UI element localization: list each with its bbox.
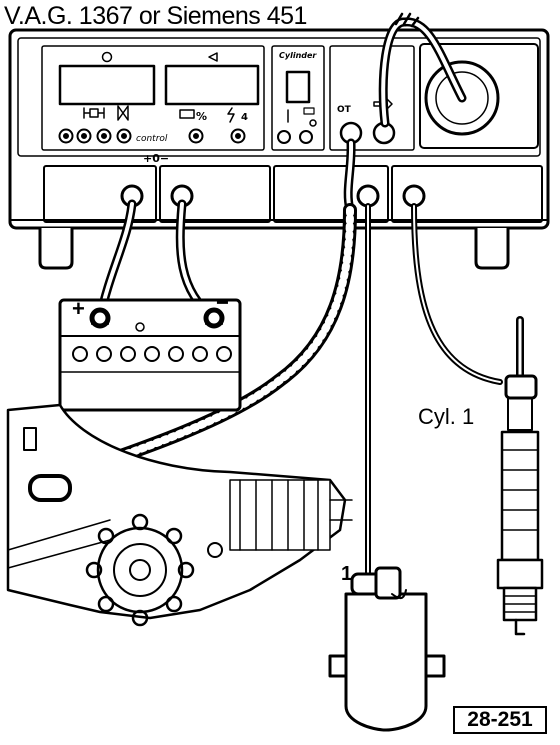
polarity-label: +0−: [143, 152, 169, 165]
ignition-coil: [328, 566, 446, 732]
injector-icon: [117, 105, 129, 121]
engine-gearbox: [6, 403, 353, 627]
knob-5[interactable]: [188, 128, 204, 144]
spark-plug-label: Cyl. 1: [418, 404, 475, 429]
battery-small-icon: [179, 109, 195, 119]
cables: [34, 12, 503, 593]
function-symbols: [83, 105, 235, 123]
lightning-label: 4: [241, 112, 248, 123]
inductive-clamp: [504, 374, 538, 400]
jack-panel: [329, 45, 415, 151]
coil-lead-label: 1: [341, 563, 353, 585]
probe-socket: [424, 60, 500, 136]
battery-plus-label: +: [72, 296, 85, 321]
cylinder-panel: [271, 45, 325, 151]
lightning-icon: [227, 107, 235, 123]
display-right: [164, 64, 260, 106]
ot-sensor: [28, 474, 72, 502]
knob-1[interactable]: [58, 128, 74, 144]
cylinder-label: Cylinder: [279, 51, 317, 60]
figure-reference: 28-251: [453, 706, 547, 734]
dwell-icon: [83, 107, 105, 119]
knob-4[interactable]: [116, 128, 132, 144]
tester-foot-right: [474, 226, 510, 270]
knob-6[interactable]: [230, 128, 246, 144]
diagram-title: V.A.G. 1367 or Siemens 451: [4, 2, 307, 30]
battery-minus-label: −: [216, 290, 229, 315]
battery: + −: [58, 290, 242, 412]
cylinder-knob-1[interactable]: [277, 130, 291, 144]
tester-foot-left: [38, 226, 74, 270]
angle-icon: [208, 52, 218, 62]
control-knobs: [58, 128, 246, 144]
knob-3[interactable]: [96, 128, 112, 144]
display-left: [58, 64, 156, 106]
tester-unit: % 4 control Cylinder OT: [8, 28, 550, 270]
ot-label: OT: [337, 105, 352, 115]
control-label: control: [136, 134, 168, 144]
probe-holder: [419, 43, 539, 149]
cylinder-knob-2[interactable]: [299, 130, 313, 144]
clock-icon: [101, 51, 113, 63]
percent-label: %: [196, 110, 207, 123]
lower-socket-strip: [43, 165, 543, 223]
knob-2[interactable]: [76, 128, 92, 144]
cylinder-display: [285, 70, 311, 104]
spark-plug: [496, 316, 544, 636]
